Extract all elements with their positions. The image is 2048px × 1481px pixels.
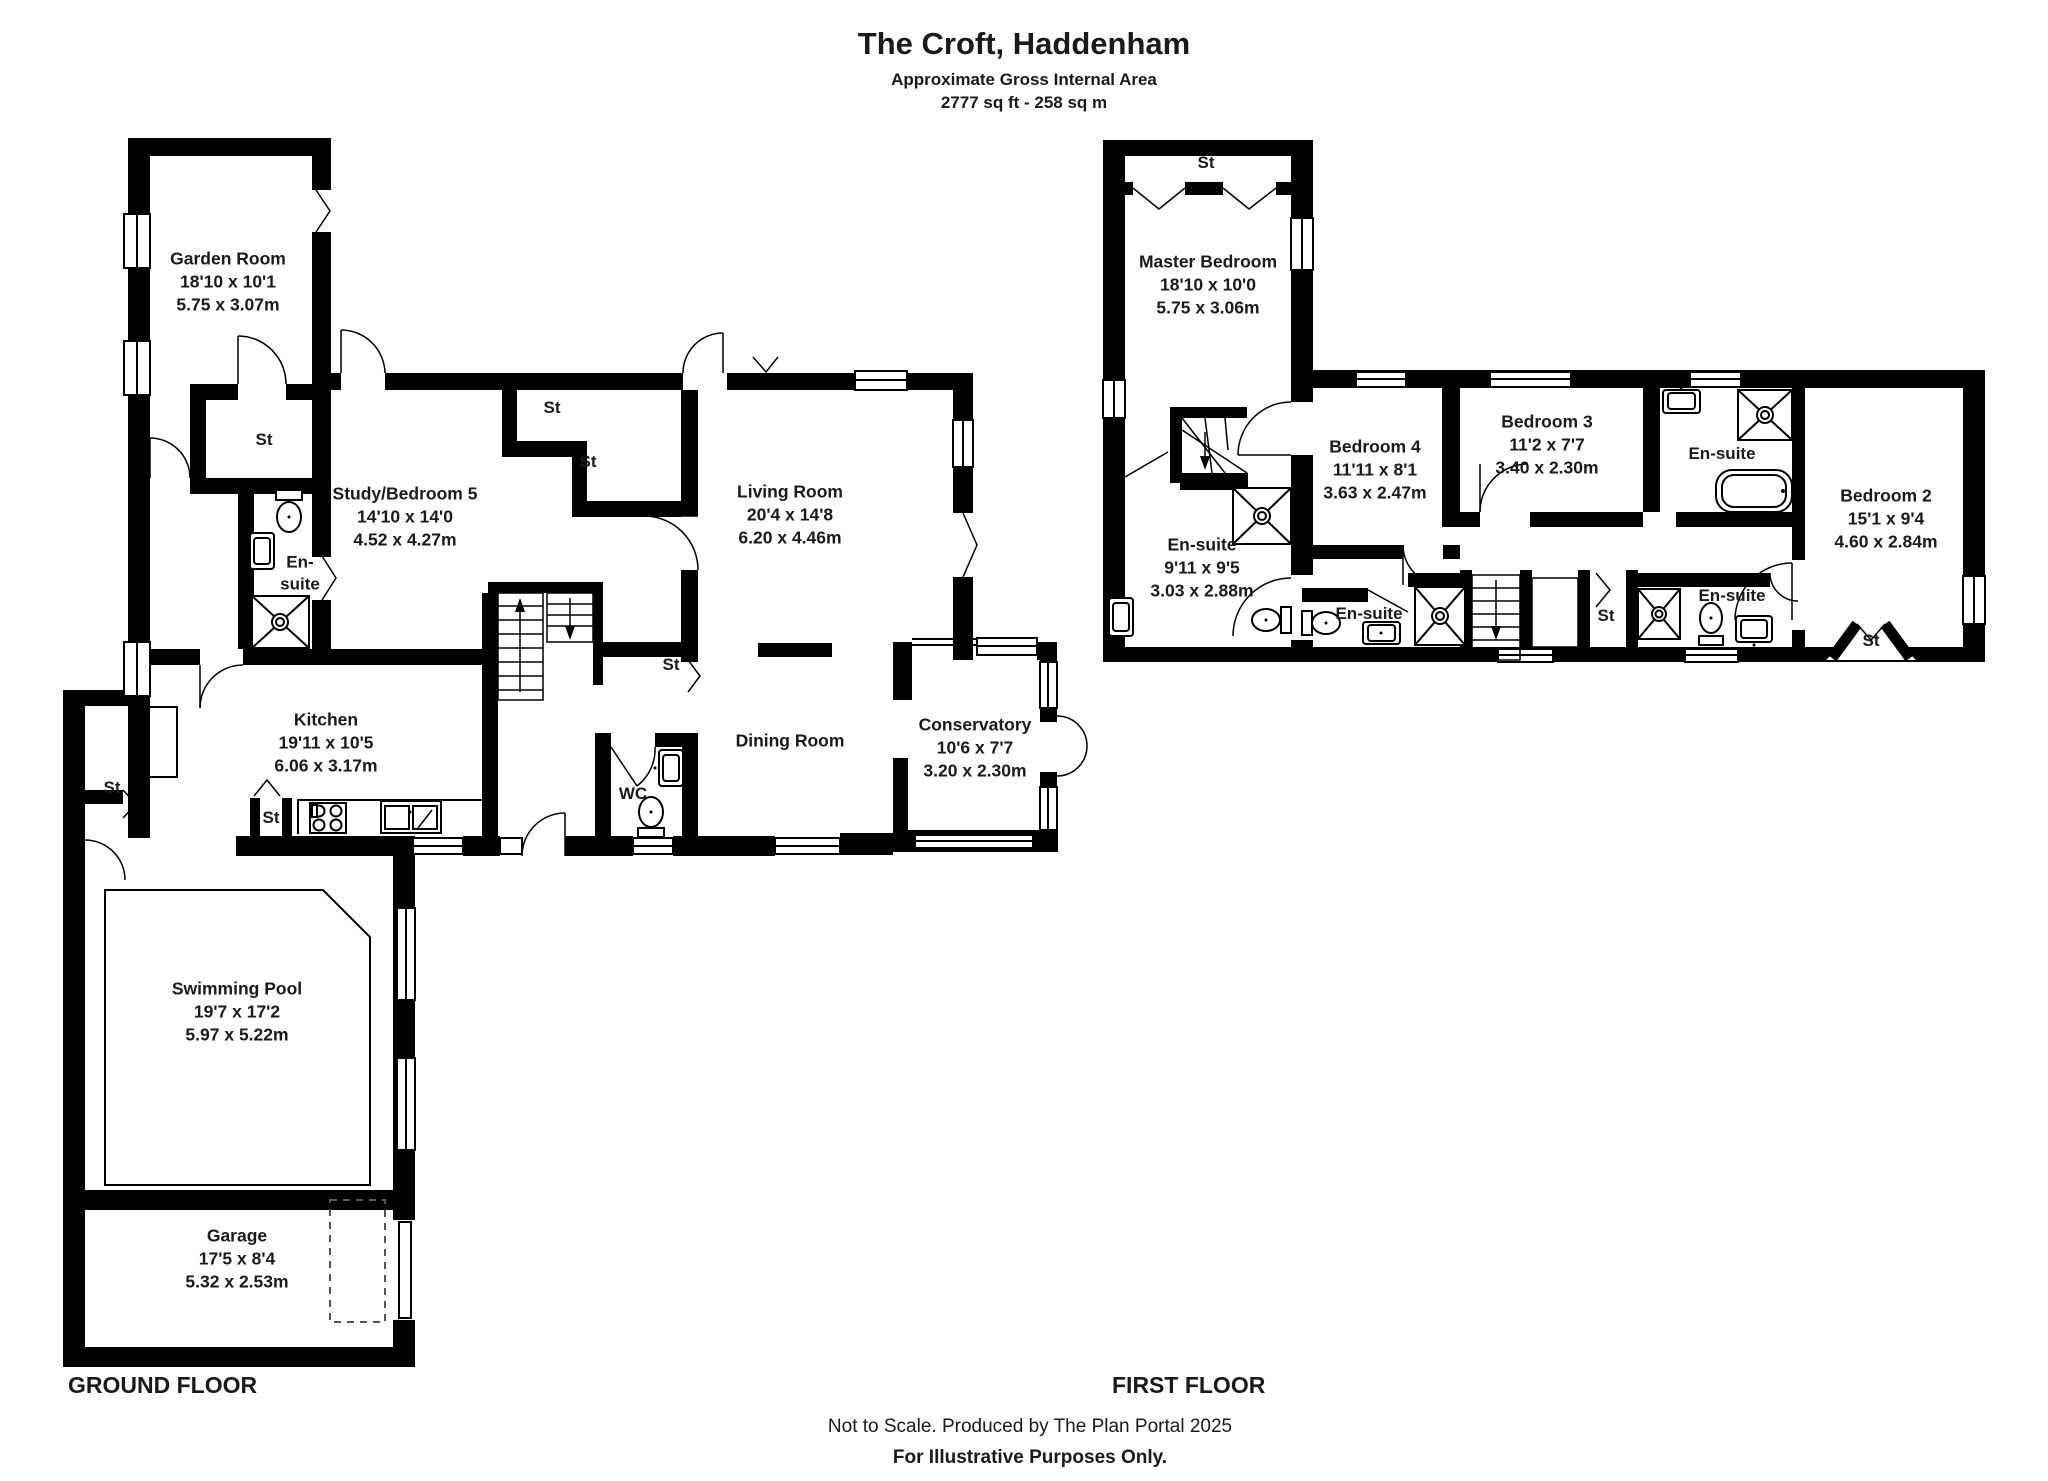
footer-note: Not to Scale. Produced by The Plan Porta… bbox=[827, 1416, 1233, 1437]
stairs-icon bbox=[1181, 417, 1248, 474]
st-label: St bbox=[1862, 630, 1880, 650]
window-icon bbox=[952, 419, 974, 468]
shower-icon bbox=[1414, 586, 1466, 646]
window-icon bbox=[123, 641, 151, 697]
window-icon bbox=[914, 834, 1034, 849]
ground-floor-title: GROUND FLOOR bbox=[68, 1372, 258, 1398]
first-floor-windows bbox=[1102, 217, 1986, 663]
st-label: St bbox=[1197, 152, 1215, 172]
ensuite-label: En-suite bbox=[1335, 603, 1403, 623]
window-icon bbox=[976, 637, 1038, 656]
st-label: St bbox=[255, 429, 273, 449]
ensuite-label: En-suite bbox=[280, 552, 320, 594]
window-icon bbox=[1684, 648, 1739, 663]
ground-floor-walls bbox=[63, 138, 1058, 1367]
shower-icon bbox=[1232, 487, 1292, 545]
shower-icon bbox=[1637, 588, 1681, 640]
sink-icon bbox=[1362, 621, 1401, 645]
window-icon bbox=[1039, 661, 1058, 709]
stairs-icon bbox=[497, 592, 594, 701]
wc-label: WC bbox=[618, 783, 648, 803]
window-icon bbox=[774, 837, 841, 855]
kitchen-counter bbox=[147, 706, 482, 834]
window-icon bbox=[1489, 371, 1572, 388]
first-floor-fixtures bbox=[1103, 386, 1793, 661]
hob-icon bbox=[309, 802, 347, 834]
ensuite-label: En-suite bbox=[1698, 585, 1766, 605]
ground-floor-windows bbox=[123, 213, 1058, 1319]
window-icon bbox=[854, 370, 908, 391]
ground-floor-fixtures bbox=[104, 489, 684, 1323]
window-icon bbox=[1102, 379, 1126, 419]
closet-walls bbox=[250, 798, 292, 836]
sink-icon bbox=[244, 532, 275, 570]
window-icon bbox=[912, 638, 977, 646]
window-icon bbox=[1355, 371, 1407, 388]
st-label: St bbox=[103, 777, 121, 797]
st-label: St bbox=[262, 807, 280, 827]
first-floor-doors bbox=[1124, 187, 1799, 637]
window-icon bbox=[1497, 648, 1554, 663]
stairs-icon bbox=[1471, 574, 1521, 661]
first-floor-title: FIRST FLOOR bbox=[1112, 1372, 1266, 1398]
page-subtitle: Approximate Gross Internal Area bbox=[891, 70, 1157, 89]
bath-icon bbox=[1715, 469, 1793, 513]
window-icon bbox=[412, 837, 464, 855]
window-icon bbox=[1039, 786, 1058, 831]
sink-icon bbox=[1662, 386, 1701, 414]
toilet-icon bbox=[1301, 610, 1341, 636]
sink-icon bbox=[1735, 615, 1773, 647]
page-area: 2777 sq ft - 258 sq m bbox=[940, 93, 1108, 112]
sink-icon bbox=[653, 749, 684, 787]
ground-floor-doors bbox=[84, 189, 1088, 881]
toilet-icon bbox=[1251, 606, 1292, 634]
swimming-pool-outline bbox=[104, 889, 371, 1186]
window-icon bbox=[123, 213, 151, 269]
window-icon bbox=[499, 837, 523, 855]
footer-disclaimer: For Illustrative Purposes Only. bbox=[892, 1447, 1168, 1468]
window-icon bbox=[123, 340, 151, 396]
ensuite-label: En-suite bbox=[1688, 443, 1756, 463]
landing-box bbox=[1531, 577, 1579, 648]
garage-door-opening bbox=[398, 1221, 412, 1319]
st-label: St bbox=[1597, 605, 1615, 625]
st-label: St bbox=[662, 654, 680, 674]
st-label: St bbox=[579, 451, 597, 471]
shower-icon bbox=[251, 595, 310, 649]
garage-door-dashed bbox=[329, 1199, 386, 1323]
kitchen-sink-icon bbox=[380, 800, 442, 834]
window-icon bbox=[1290, 217, 1314, 271]
page-title: The Croft, Haddenham bbox=[857, 26, 1191, 61]
window-icon bbox=[1962, 575, 1986, 625]
shower-icon bbox=[1737, 389, 1793, 441]
toilet-icon bbox=[275, 489, 303, 533]
window-icon bbox=[396, 1057, 416, 1151]
window-icon bbox=[396, 907, 416, 1001]
room-label-dining-room: Dining Room bbox=[735, 730, 845, 751]
st-label: St bbox=[543, 397, 561, 417]
sink-icon bbox=[1103, 597, 1134, 637]
window-icon bbox=[1689, 371, 1742, 388]
toilet-icon bbox=[637, 796, 665, 838]
toilet-icon bbox=[1698, 602, 1724, 646]
window-icon bbox=[632, 837, 674, 855]
